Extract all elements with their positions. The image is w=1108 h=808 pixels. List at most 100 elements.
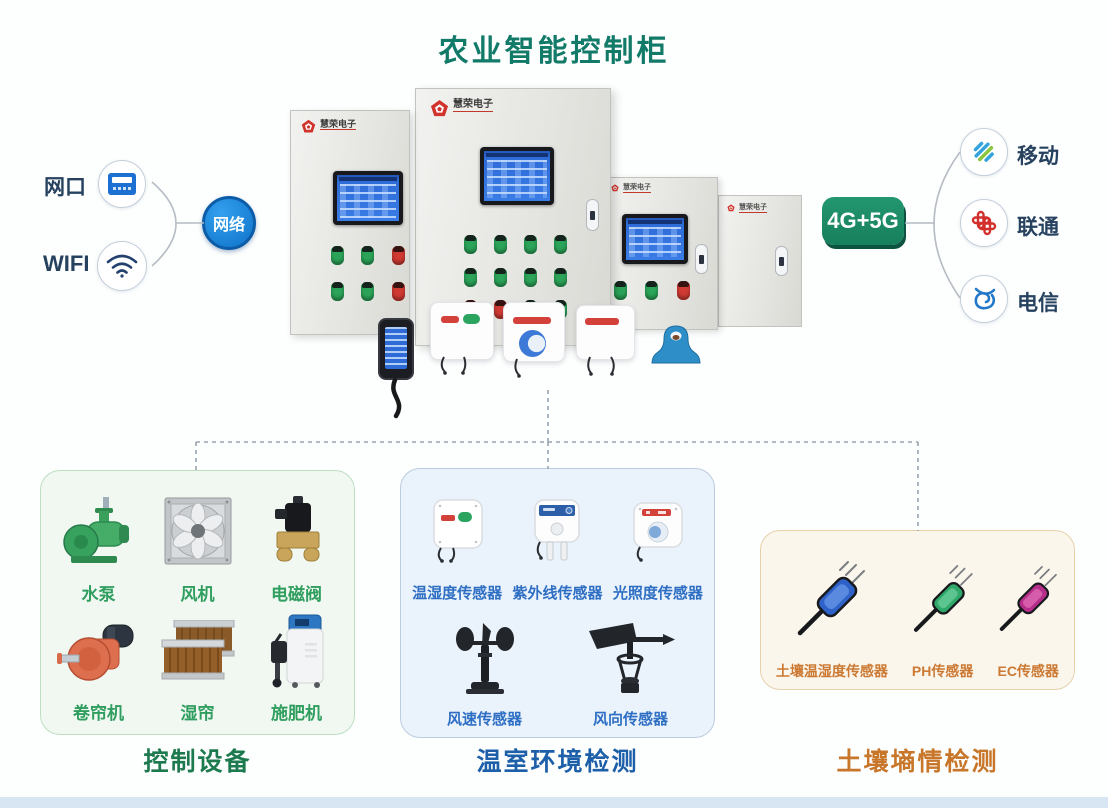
carrier-mobile-label: 移动 <box>1017 145 1059 168</box>
cabinet-door-handle <box>695 244 708 274</box>
roller-shutter-motor-icon <box>56 605 141 698</box>
transmitter-box-3 <box>576 305 635 360</box>
controller-screen <box>385 327 407 369</box>
brand-logo-icon <box>727 204 735 212</box>
hmi-screen <box>480 147 554 205</box>
cellular-badge: 4G+5G <box>822 197 904 245</box>
brand-logo-icon <box>611 184 619 192</box>
soil-sensors-panel: 土壤温湿度传感器 PH传感器 <box>760 530 1075 690</box>
cabinet-brand: 慧荣电子 <box>301 119 357 134</box>
sensor-temp-humidity: 温湿度传感器 <box>407 481 507 603</box>
device-label: 施肥机 <box>271 704 322 723</box>
device-fertilizer-machine: 施肥机 <box>247 605 346 725</box>
indicator-light-green <box>524 268 537 287</box>
indicator-light-green <box>494 235 507 254</box>
device-label: 卷帘机 <box>73 704 124 723</box>
indicator-light-green <box>614 281 627 300</box>
soil-probe-magenta-icon <box>993 543 1063 659</box>
indicator-light-green <box>494 268 507 287</box>
left-connector-arc <box>151 181 204 267</box>
indicator-light-green <box>361 246 374 265</box>
china-unicom-logo <box>970 209 998 237</box>
network-hub-badge: 网络 <box>202 196 256 250</box>
carrier-telecom-label: 电信 <box>1017 292 1059 315</box>
indicator-light-green <box>464 235 477 254</box>
sensor-label: PH传感器 <box>911 663 974 679</box>
device-label: 电磁阀 <box>271 584 322 604</box>
red-label <box>585 318 619 325</box>
caption-control-devices: 控制设备 <box>143 748 252 776</box>
carrier-unicom-node <box>960 199 1008 247</box>
sensor-label: 土壤温湿度传感器 <box>775 663 888 679</box>
wifi-icon <box>105 253 139 279</box>
indicator-light-red <box>392 282 405 301</box>
indicator-light-green <box>554 235 567 254</box>
solenoid-valve-icon <box>267 485 327 578</box>
right-connector-arc <box>905 151 961 299</box>
sensor-label: 温湿度传感器 <box>412 585 503 602</box>
indicator-light-green <box>331 282 344 301</box>
control-cabinet-4: 慧荣电子 <box>718 195 802 327</box>
indicator-light-green <box>554 268 567 287</box>
indicator-light-green <box>645 281 658 300</box>
indicator-light-red <box>392 246 405 265</box>
sensor-light: 光照度传感器 <box>608 481 708 603</box>
sensor-label: 风速传感器 <box>446 711 522 728</box>
temp-humidity-sensor-icon <box>426 481 488 580</box>
wet-curtain-icon <box>158 605 238 698</box>
handheld-controller <box>378 318 414 380</box>
water-pump-icon <box>57 485 141 578</box>
fertilizer-machine-icon <box>265 605 329 698</box>
ethernet-port-icon <box>108 173 136 195</box>
exhaust-fan-icon <box>164 485 232 578</box>
controller-cable <box>391 377 402 419</box>
sensor-wind-speed: 风速传感器 <box>435 611 535 729</box>
transmitter-box-2 <box>503 302 565 362</box>
china-mobile-logo <box>969 137 999 167</box>
anemometer-icon <box>453 611 517 706</box>
device-wet-curtain: 湿帘 <box>148 605 247 725</box>
sensor-ph: PH传感器 <box>903 543 983 681</box>
wifi-node <box>97 241 147 291</box>
indicator-light-green <box>464 268 477 287</box>
indicator-light-red <box>677 281 690 300</box>
brand-logo-icon <box>430 99 449 118</box>
red-label <box>513 317 551 324</box>
indicator-light-green <box>524 235 537 254</box>
sensor-label: 紫外线传感器 <box>512 585 603 602</box>
cabinet-door-handle <box>775 246 788 276</box>
device-label: 水泵 <box>81 584 116 604</box>
soil-probe-blue-icon <box>792 543 872 659</box>
cabinet-brand: 慧荣电子 <box>430 99 493 118</box>
device-label: 湿帘 <box>180 704 215 723</box>
ethernet-port-label: 网口 <box>44 176 86 199</box>
transmitter-box-1 <box>430 302 494 360</box>
greenhouse-sensors-panel: 温湿度传感器 紫外线传感器 <box>400 468 715 738</box>
indicator-light-green <box>361 282 374 301</box>
green-label <box>463 314 480 324</box>
device-solenoid-valve: 电磁阀 <box>247 485 346 605</box>
device-roller-motor: 卷帘机 <box>49 605 148 725</box>
device-water-pump: 水泵 <box>49 485 148 605</box>
light-sensor-icon <box>628 481 688 580</box>
sensor-ec: EC传感器 <box>988 543 1068 681</box>
device-fan: 风机 <box>148 485 247 605</box>
hmi-screen <box>333 171 403 225</box>
china-telecom-logo <box>969 284 999 314</box>
wifi-label: WIFI <box>43 251 90 276</box>
brand-logo-icon <box>301 119 316 134</box>
red-label <box>441 316 459 323</box>
sensor-label: 光照度传感器 <box>612 585 703 602</box>
control-cabinet-1: 慧荣电子 <box>290 110 410 335</box>
wind-vane-icon <box>585 611 677 706</box>
caption-greenhouse-monitoring: 温室环境检测 <box>476 748 639 776</box>
cabinet-brand: 慧荣电子 <box>727 204 767 214</box>
wire-tips <box>443 371 614 378</box>
control-devices-panel: 水泵 <box>40 470 355 735</box>
caption-soil-moisture-monitoring: 土壤墒情检测 <box>836 748 999 776</box>
cabinet-brand: 慧荣电子 <box>611 184 651 194</box>
carrier-telecom-node <box>960 275 1008 323</box>
sensor-dome <box>519 330 546 357</box>
control-cabinet-3: 慧荣电子 <box>600 177 718 330</box>
